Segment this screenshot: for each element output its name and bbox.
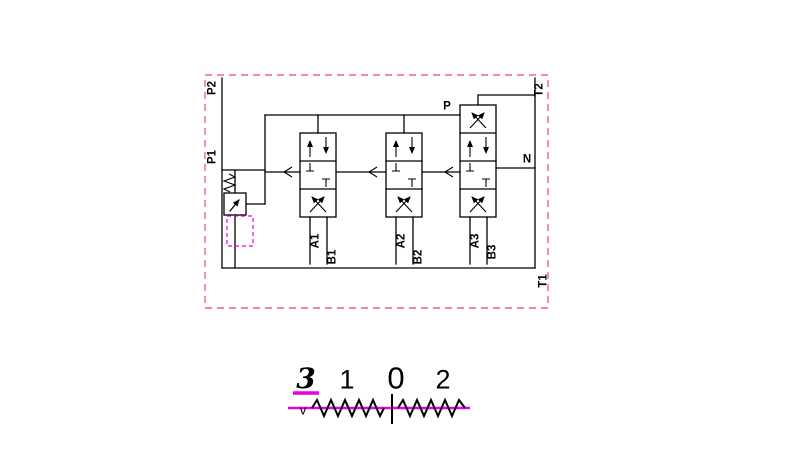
supply-tank-lines [221,77,536,269]
carryover-lines [264,166,461,178]
legend-position-1: 1 [339,364,355,395]
valve-section-3 [459,104,497,265]
pressure-relief-valve [222,169,266,269]
legend-position-0: 0 [387,360,405,396]
spool-legend-springs [288,391,470,424]
legend-check-mark: v [299,402,307,418]
work-port-label-a2: A2 [395,233,408,249]
port-label-t1: T1 [537,274,550,288]
port-label-n: N [522,153,532,166]
work-port-label-a1: A1 [309,233,322,249]
work-port-label-b2: B2 [412,249,425,265]
legend-spring-right [397,397,466,419]
work-port-label-b1: B1 [326,249,339,265]
port-label-p1: P1 [206,149,219,165]
valve-block-boundary [204,74,549,309]
valve-section-2 [385,132,423,265]
work-port-label-a3: A3 [469,233,482,249]
legend-spring-left [311,397,385,419]
valve-section-1 [299,132,337,265]
port-label-p2: P2 [206,80,219,96]
relief-pilot-dashed-box [226,215,254,247]
work-port-label-b3: B3 [486,244,499,260]
legend-position-3: 3 [296,362,316,395]
port-label-p: P [443,100,451,113]
port-label-t2: T2 [533,83,546,97]
legend-position-2: 2 [435,364,451,395]
